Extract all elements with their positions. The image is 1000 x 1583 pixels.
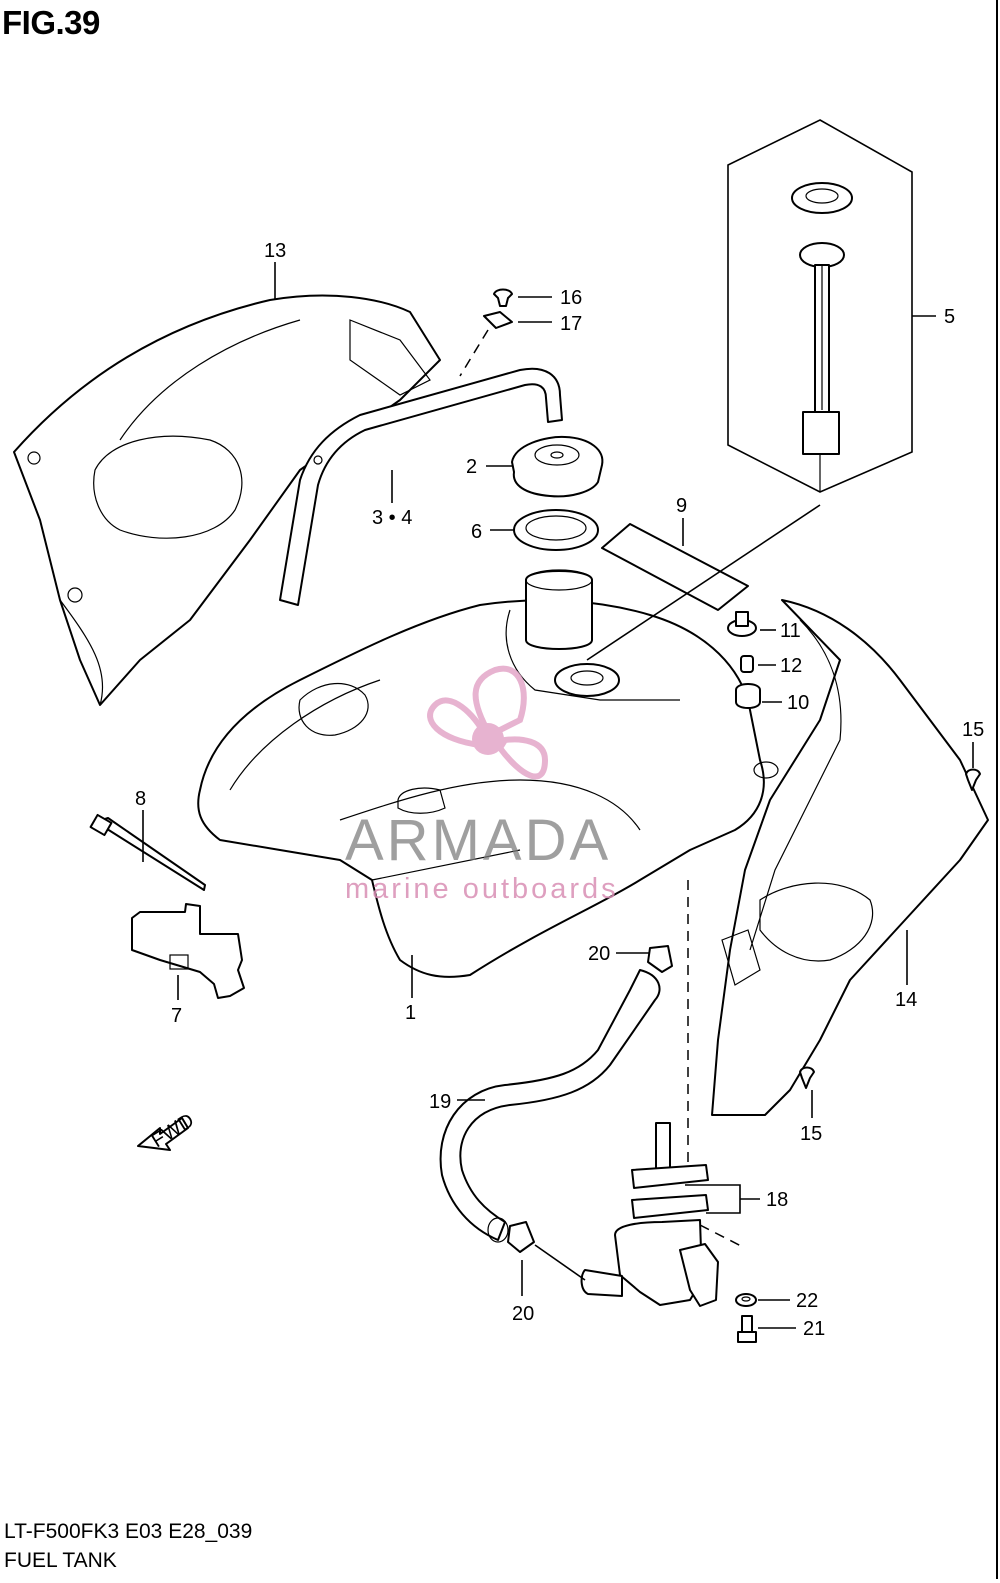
dash-line-valve-to-screw <box>699 1224 746 1249</box>
callout-22: 22 <box>796 1290 818 1312</box>
callout-11: 11 <box>780 620 801 642</box>
part-7-bracket[interactable] <box>131 903 245 999</box>
callout-19: 19 <box>429 1091 451 1113</box>
callout-12: 12 <box>780 655 802 677</box>
part-17-clip[interactable] <box>483 311 513 329</box>
propeller-icon <box>427 665 549 780</box>
watermark-tagline: marine outboards <box>345 873 619 905</box>
part-20-clamp-lower[interactable] <box>507 1221 535 1253</box>
part-22-washer[interactable] <box>735 1293 757 1307</box>
callout-9: 9 <box>676 495 687 517</box>
callout-8: 8 <box>135 788 146 810</box>
callout-21: 21 <box>803 1318 825 1340</box>
part-10-cushion[interactable] <box>735 683 761 709</box>
callout-15-upper: 15 <box>962 719 984 741</box>
part-19-fuel-hose[interactable] <box>439 969 661 1243</box>
fwd-arrow-icon: FWD <box>137 1109 198 1152</box>
callout-15-lower: 15 <box>800 1123 822 1145</box>
part-21-screw[interactable] <box>737 1315 757 1343</box>
part-14-side-cover-right[interactable] <box>711 599 989 1116</box>
callout-7: 7 <box>171 1005 182 1027</box>
part-15-screw-lower[interactable] <box>799 1066 815 1089</box>
part-20-clamp-upper[interactable] <box>647 945 673 973</box>
callout-10: 10 <box>787 692 809 714</box>
part-2-fuel-cap[interactable] <box>511 435 604 498</box>
callout-6: 6 <box>471 521 482 543</box>
part-6-cap-gasket[interactable] <box>513 509 599 551</box>
part-12-collar[interactable] <box>740 655 754 673</box>
figure-title: FIG.39 <box>2 4 100 41</box>
dash-line-16-17 <box>459 329 489 377</box>
part-16-rivet[interactable] <box>493 288 513 307</box>
part-1-fuel-tank[interactable] <box>197 569 779 978</box>
part-13-side-cover-left[interactable] <box>13 294 441 706</box>
watermark-logo: ARMADA marine outboards <box>345 665 619 905</box>
callout-16: 16 <box>560 287 582 309</box>
watermark-brand: ARMADA <box>345 808 611 873</box>
part-9-label[interactable] <box>601 523 749 611</box>
callout-20-lower: 20 <box>512 1303 534 1325</box>
part-11-bolt[interactable] <box>727 611 757 637</box>
part-15-screw-upper[interactable] <box>965 768 981 791</box>
section-title: FUEL TANK <box>4 1549 117 1572</box>
leader-5-gauge-to-tank <box>586 504 821 661</box>
part-8-cable-tie[interactable] <box>89 813 206 891</box>
callouts: 13 16 17 2 3 • 4 6 9 5 11 12 10 15 8 7 1… <box>135 240 984 1340</box>
leader-hose-to-valve <box>534 1244 586 1281</box>
callout-1: 1 <box>405 1002 416 1024</box>
callout-13: 13 <box>264 240 286 262</box>
model-code: LT-F500FK3 E03 E28_039 <box>4 1520 253 1543</box>
part-3-4-breather-hose[interactable] <box>279 367 563 606</box>
leader-lines <box>142 262 974 1329</box>
callout-2: 2 <box>466 456 477 478</box>
part-18-fuel-valve-assembly[interactable] <box>580 1122 719 1307</box>
callout-14: 14 <box>895 989 917 1011</box>
callout-20-upper: 20 <box>588 943 610 965</box>
callout-17: 17 <box>560 313 582 335</box>
callout-5: 5 <box>944 306 955 328</box>
callout-3-4: 3 • 4 <box>372 507 412 529</box>
fwd-label: FWD <box>148 1109 198 1152</box>
callout-18: 18 <box>766 1189 788 1211</box>
part-5-fuel-level-gauge-kit[interactable] <box>727 119 913 493</box>
